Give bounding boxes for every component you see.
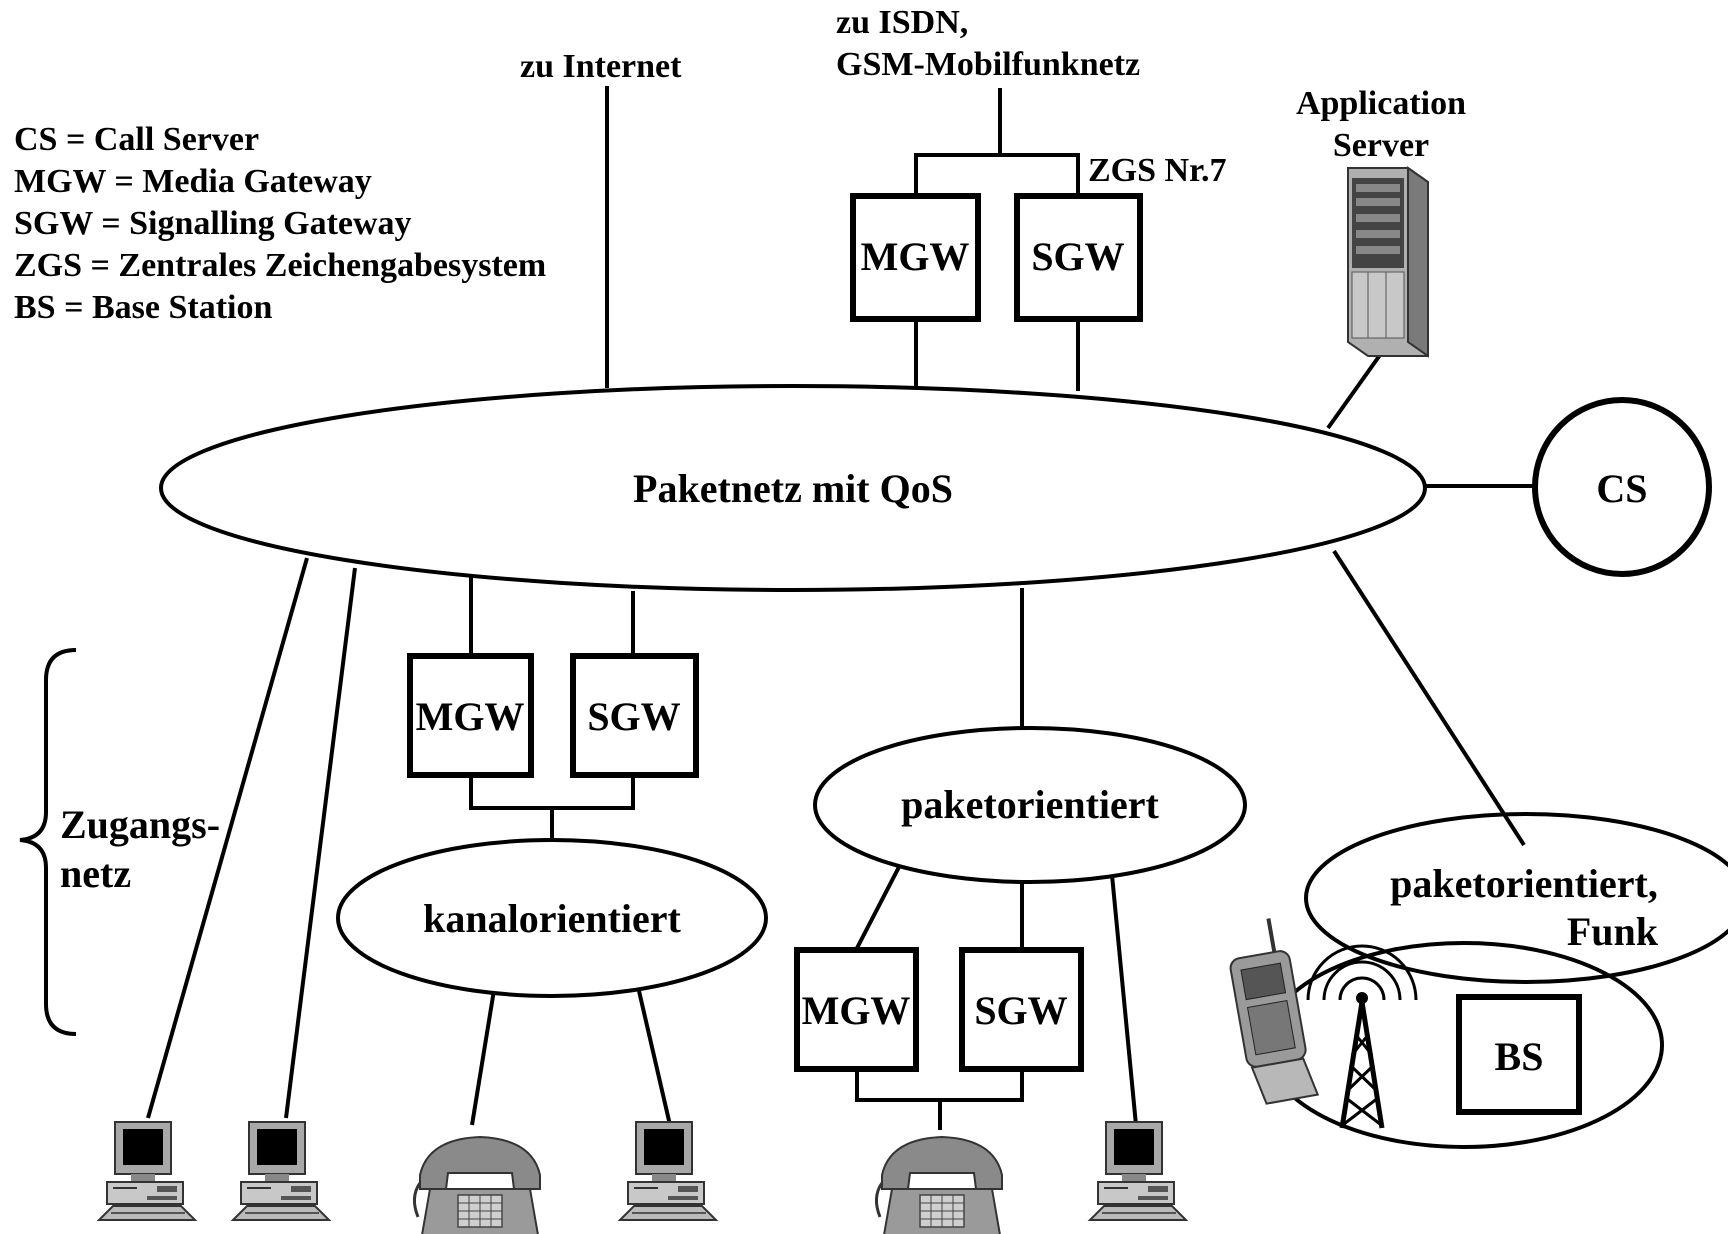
internet-label: zu Internet <box>520 48 682 85</box>
packet-radio-label-line2: Funk <box>1567 909 1659 954</box>
sgw-label: SGW <box>974 988 1067 1033</box>
telephone-icon <box>874 1135 1004 1234</box>
circuit-switched-label: kanalorientiert <box>423 896 681 941</box>
access-network-brace <box>19 648 77 1036</box>
packet-radio-label-line1: paketorientiert, <box>1390 861 1658 906</box>
app-server-label-line2: Server <box>1333 127 1429 164</box>
bs-label: BS <box>1495 1034 1544 1079</box>
legend-item: BS = Base Station <box>14 289 272 326</box>
mgw-box-circuit <box>407 653 534 778</box>
core-network-label: Paketnetz mit QoS <box>633 466 953 511</box>
call-server-circle <box>1532 397 1712 577</box>
server-icon <box>1347 166 1429 358</box>
sgw-label: SGW <box>1031 234 1124 279</box>
app-server-label-line1: Application <box>1296 85 1466 122</box>
telephone-icon <box>412 1135 542 1234</box>
circuit-switched-network-ellipse <box>336 838 768 998</box>
computer-icon <box>98 1121 196 1221</box>
computer-icon <box>1089 1121 1187 1221</box>
computer-icon <box>232 1121 330 1221</box>
sgw-box-top <box>1014 193 1143 322</box>
isdn-label-line2: GSM-Mobilfunknetz <box>836 46 1140 83</box>
mgw-label: MGW <box>416 694 525 739</box>
legend-item: SGW = Signalling Gateway <box>14 205 412 242</box>
legend-item: CS = Call Server <box>14 121 259 158</box>
computer-icon <box>619 1121 717 1221</box>
packet-radio-network-ellipse <box>1304 812 1728 984</box>
isdn-label-line1: zu ISDN, <box>836 4 968 41</box>
mobile-phone-icon <box>1229 918 1320 1105</box>
sgw-label: SGW <box>587 694 680 739</box>
zgs-label: ZGS Nr.7 <box>1088 152 1227 189</box>
mgw-box-packet <box>794 947 919 1072</box>
base-station-box <box>1456 994 1582 1115</box>
mgw-label: MGW <box>802 988 911 1033</box>
packet-network-label: paketorientiert <box>901 782 1159 827</box>
radio-tower-icon <box>1306 944 1418 1129</box>
sgw-box-packet <box>959 947 1084 1072</box>
legend-item: MGW = Media Gateway <box>14 163 372 200</box>
mgw-label: MGW <box>861 234 970 279</box>
access-network-label-line1: Zugangs- <box>60 802 220 847</box>
sgw-box-circuit <box>570 653 699 778</box>
packet-network-ellipse <box>813 726 1247 884</box>
legend: CS = Call Server MGW = Media Gateway SGW… <box>14 121 546 326</box>
cs-label: CS <box>1596 466 1647 511</box>
core-network-ellipse <box>159 384 1427 592</box>
access-network-label-line2: netz <box>60 851 131 896</box>
mgw-box-top <box>850 193 981 322</box>
legend-item: ZGS = Zentrales Zeichengabesystem <box>14 247 546 284</box>
